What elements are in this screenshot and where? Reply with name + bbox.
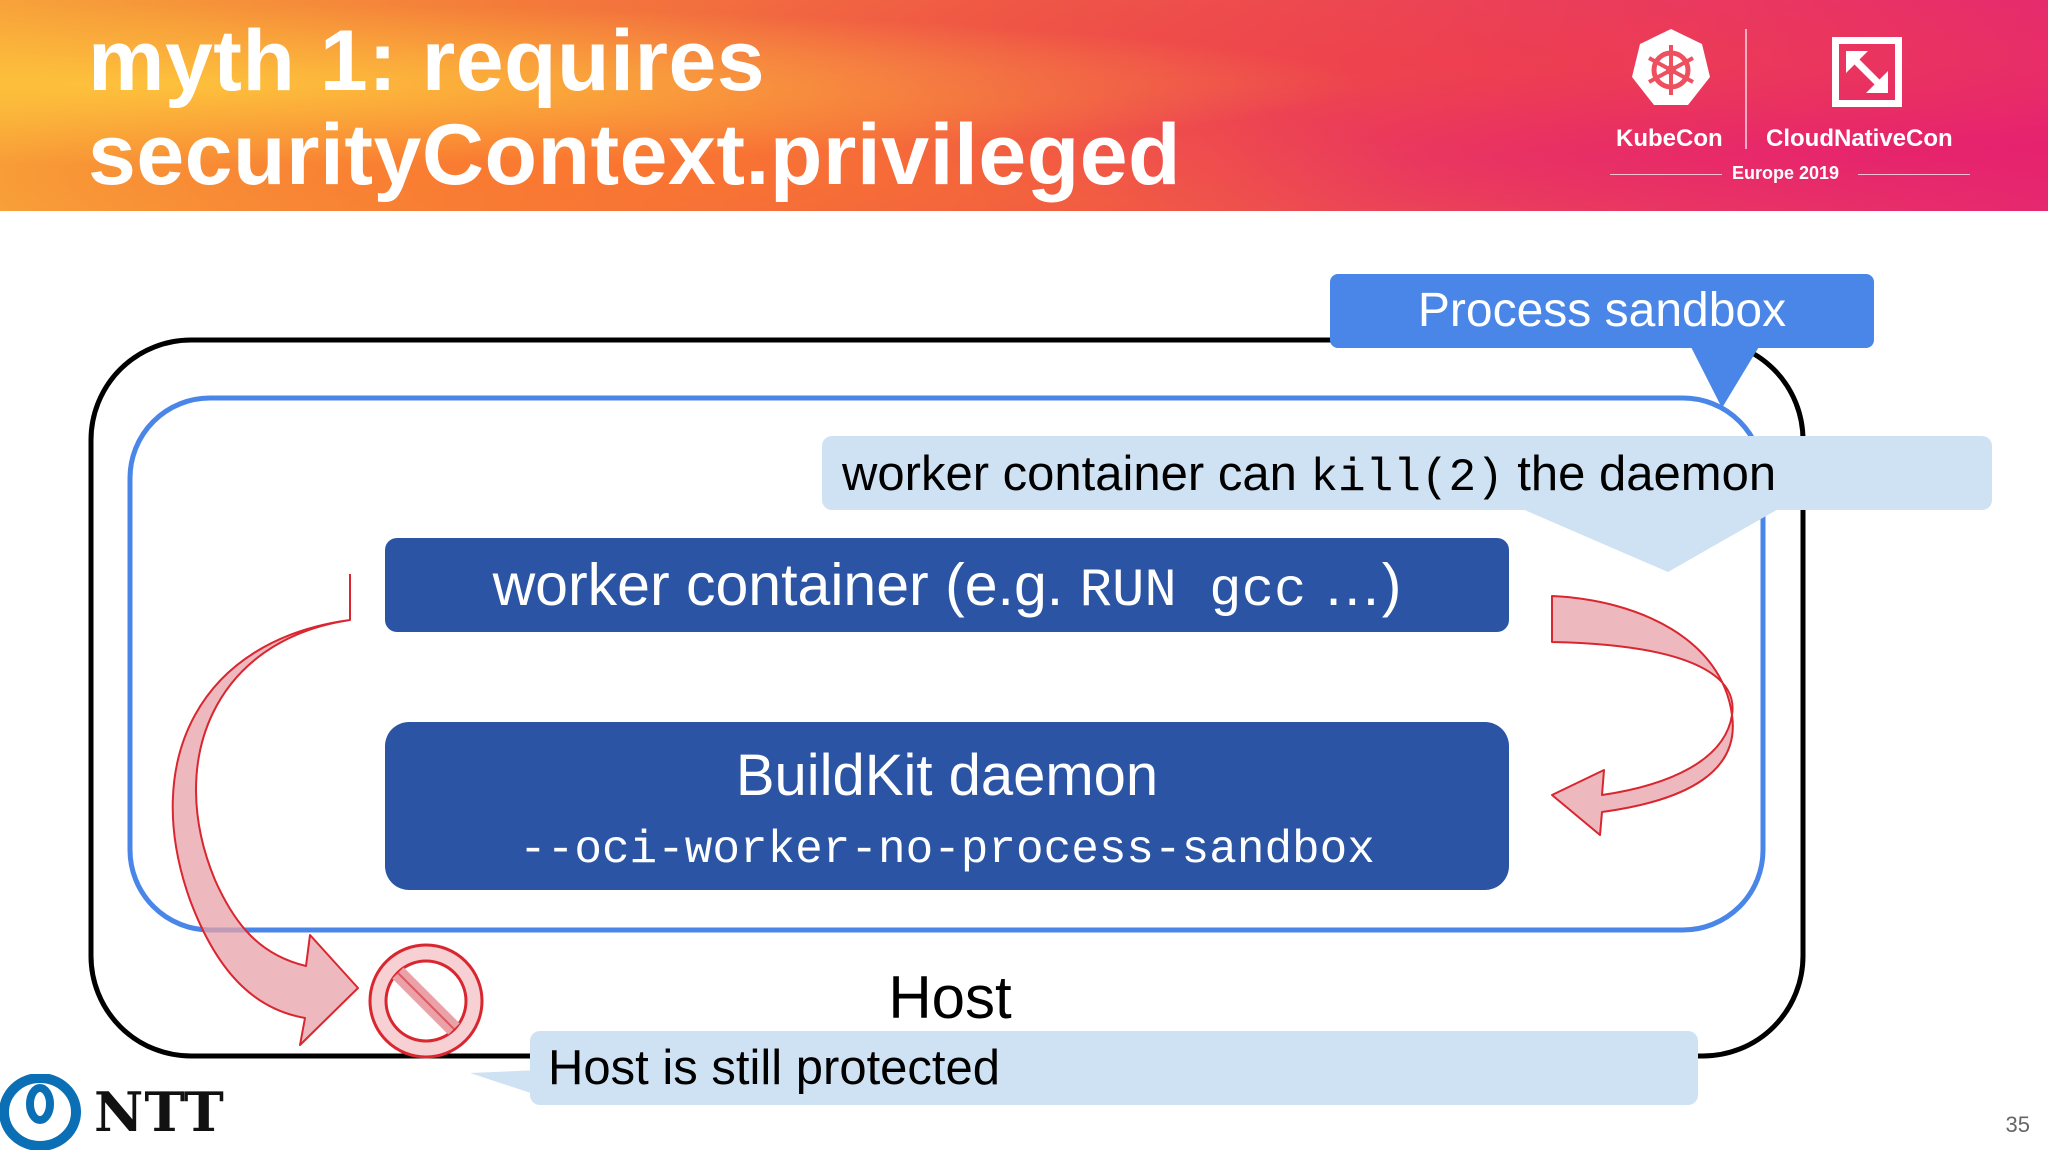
ntt-wordmark: NTT <box>94 1080 225 1144</box>
kill-callout-prefix: worker container can <box>842 447 1311 501</box>
event-rule-right <box>1858 174 1970 175</box>
process-sandbox-box <box>127 395 1766 933</box>
ntt-logo-icon <box>0 1074 81 1150</box>
escape-attempt-arrow <box>171 574 359 1046</box>
worker-container-box <box>385 538 1509 632</box>
kill-callout-code: kill(2) <box>1310 452 1504 504</box>
kubernetes-icon <box>1632 29 1710 105</box>
title-line-1: myth 1: requires <box>88 13 766 109</box>
slide-title: myth 1: requires securityContext.privile… <box>88 14 1181 202</box>
host-callout-text: Host is still protected <box>548 1041 1001 1095</box>
worker-prefix: worker container (e.g. <box>492 552 1080 618</box>
kill-callout-pointer <box>1520 508 1780 572</box>
prohibited-icon <box>368 943 484 1059</box>
host-label: Host <box>888 964 1012 1031</box>
slide-header: myth 1: requires securityContext.privile… <box>0 0 2048 211</box>
buildkit-daemon-title: BuildKit daemon <box>735 743 1159 808</box>
cloudnativecon-wordmark: CloudNativeCon <box>1766 125 1953 152</box>
kill-arrow <box>1551 595 1734 836</box>
kill-callout-suffix: the daemon <box>1503 447 1777 501</box>
process-sandbox-label <box>1330 274 1874 348</box>
kill-callout-text: worker container can kill(2) the daemon <box>842 441 1776 507</box>
buildkit-daemon-box <box>385 722 1509 890</box>
sandbox-label-pointer <box>1690 345 1760 408</box>
event-rule-left <box>1610 174 1722 175</box>
conference-logo: KubeCon CloudNativeCon Europe 2019 <box>1600 25 1980 195</box>
host-callout <box>530 1031 1698 1105</box>
event-label: Europe 2019 <box>1732 163 1840 183</box>
worker-container-text: worker container (e.g. RUN gcc …) <box>385 540 1509 630</box>
buildkit-daemon-flag: --oci-worker-no-process-sandbox <box>519 824 1375 876</box>
title-line-2: securityContext.privileged <box>88 107 1182 203</box>
process-sandbox-text: Process sandbox <box>1417 284 1787 337</box>
worker-code: RUN gcc <box>1079 561 1307 622</box>
page-number: 35 <box>2005 1112 2030 1137</box>
cncf-icon <box>1832 37 1902 107</box>
kill-callout <box>822 436 1992 510</box>
worker-suffix: …) <box>1306 552 1402 618</box>
logo-divider <box>1745 29 1747 149</box>
kubecon-wordmark: KubeCon <box>1616 125 1723 152</box>
host-callout-pointer <box>470 1070 540 1096</box>
